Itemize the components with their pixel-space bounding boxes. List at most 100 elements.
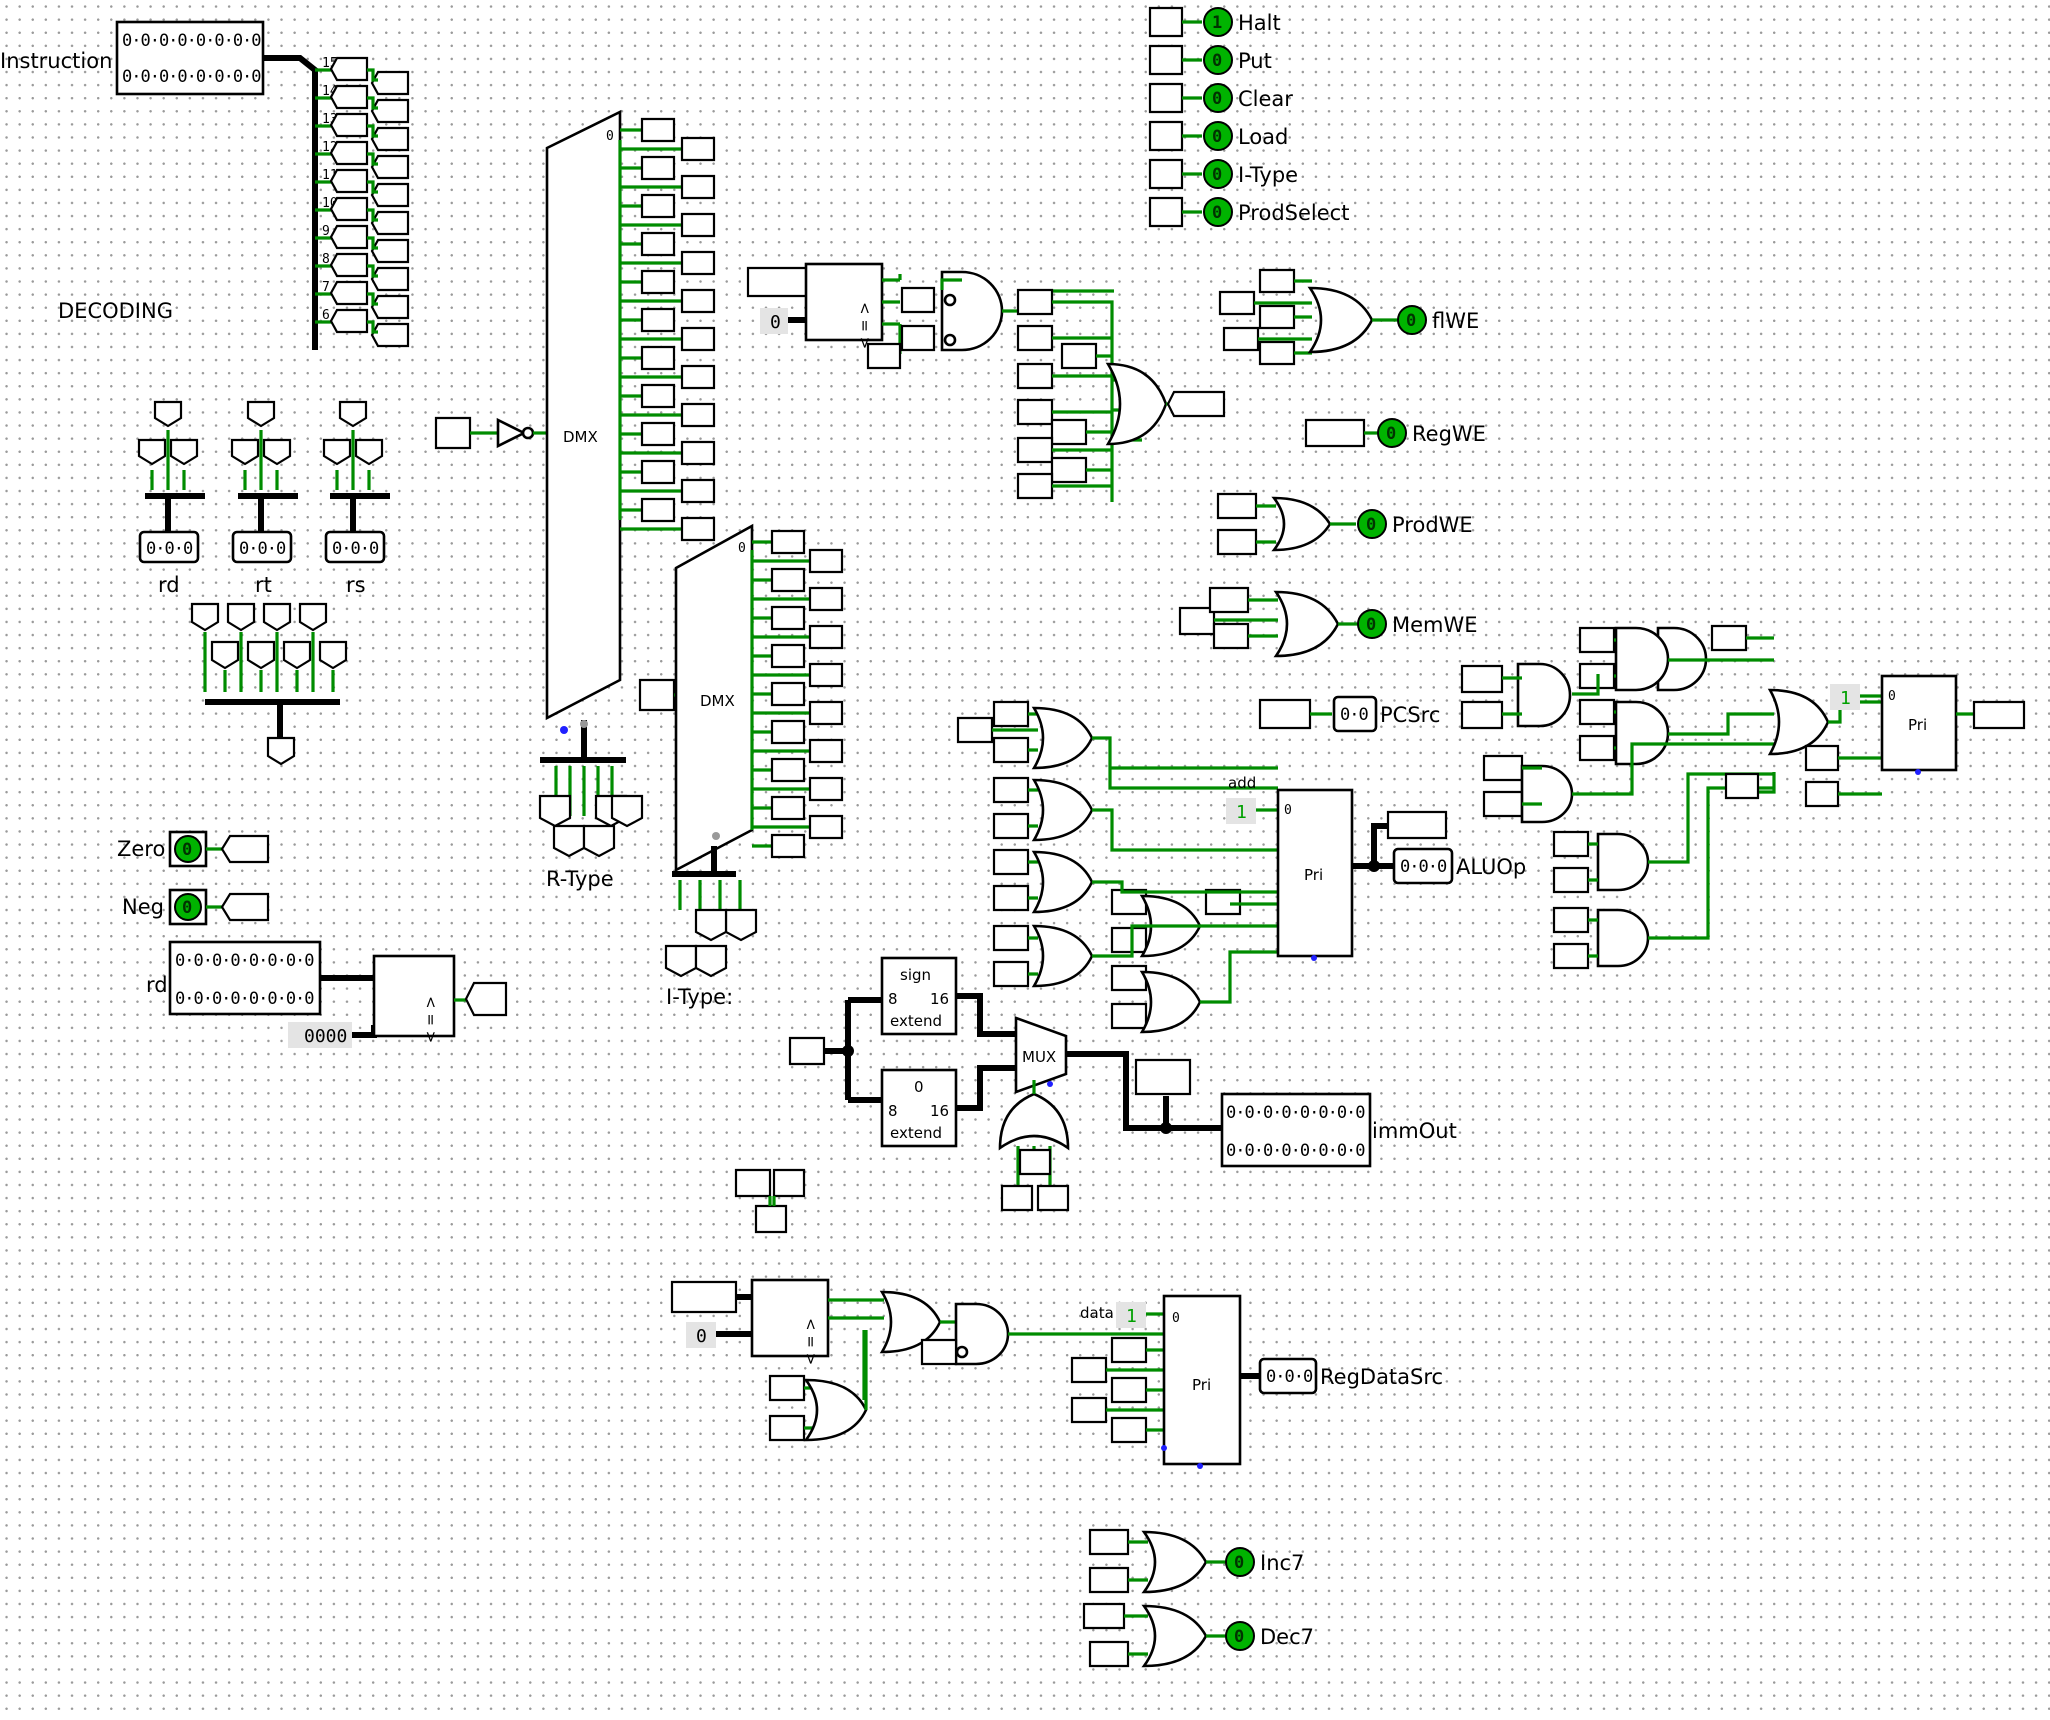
comparator-rd: [372, 954, 456, 1038]
pcsrc-logic: [1460, 624, 1882, 970]
const-zero-2: 0: [696, 1326, 707, 1347]
splitter-tunnel: [329, 84, 369, 110]
memwe-label: MemWE: [1392, 613, 1478, 637]
inc7-led-value: 0: [1234, 1553, 1244, 1573]
flwe-label: flWE: [1432, 309, 1479, 333]
rd-register-input[interactable]: 0·0·0·0·0·0·0·0 0·0·0·0·0·0·0·0: [168, 940, 322, 1016]
regdata-alu-tunnel: [670, 1280, 738, 1314]
prodselect-label: ProdSelect: [1238, 201, 1349, 225]
i-type-output-tunnel: [808, 548, 844, 574]
clear-led-value: 0: [1212, 89, 1222, 109]
r-type-output-tunnel: [640, 459, 676, 485]
flwe-logic: [1218, 268, 1400, 366]
regwe-tunnels: [1016, 288, 1142, 502]
and-gate-regdata: [954, 1302, 1010, 1366]
r-type-output-tunnel: [680, 478, 716, 504]
i-type-label: I-Type:: [666, 985, 733, 1009]
imm-splitter: [190, 602, 348, 766]
const-0000: 0000: [304, 1026, 347, 1047]
r-type-output-tunnel: [680, 402, 716, 428]
rd-register-row2: 0·0·0·0·0·0·0·0: [175, 989, 314, 1009]
splitter-tunnel: [370, 70, 410, 96]
splitter-tunnel: [370, 294, 410, 320]
i-type-select-splitter: [664, 880, 758, 978]
splitter-tunnel: [370, 182, 410, 208]
pcsrc-result-tunnel: [1972, 700, 2026, 730]
i-type-output-tunnel: [808, 814, 844, 840]
aluop-pri-label: Pri: [1304, 866, 1323, 884]
r-type-output-tunnel: [640, 497, 676, 523]
rd-compare-tunnel: [464, 981, 508, 1017]
top-output-tunnel: [1148, 120, 1184, 152]
clear-label: Clear: [1238, 87, 1293, 111]
r-type-demux: [545, 109, 622, 721]
svg-text:< = >: < = >: [856, 302, 874, 349]
splitter-tunnel: [329, 308, 369, 334]
regdata-tunnels: [1070, 1336, 1164, 1444]
rt-label: rt: [255, 573, 272, 597]
splitter-tunnel: [370, 322, 410, 348]
regwe-internal-tunnel: [1166, 390, 1226, 418]
immout-row2: 0·0·0·0·0·0·0·0: [1226, 1141, 1365, 1161]
splitter-bit-label: 9: [322, 224, 330, 239]
put-label: Put: [1238, 49, 1272, 73]
neg-label: Neg: [122, 895, 164, 919]
r-type-output-tunnel: [680, 440, 716, 466]
zero-input[interactable]: 0: [168, 830, 208, 868]
svg-text:0: 0: [1888, 689, 1896, 704]
i-type-output-tunnel: [808, 586, 844, 612]
svg-text:0: 0: [1284, 803, 1292, 818]
rd-register-label: rd: [146, 973, 168, 997]
r-type-output-tunnel: [680, 364, 716, 390]
immout-row1: 0·0·0·0·0·0·0·0: [1226, 1103, 1365, 1123]
prodselect-led-value: 0: [1212, 203, 1222, 223]
sign-extend-label: sign: [900, 966, 931, 984]
const-one-regdata: 1: [1126, 1306, 1137, 1327]
neg-input[interactable]: 0: [168, 888, 208, 926]
top-output-tunnel: [1148, 158, 1184, 190]
i-type-led-value: 0: [1212, 165, 1222, 185]
r-type-output-tunnel: [640, 117, 676, 143]
immout-tunnel: [1134, 1058, 1192, 1096]
imm-mux-label: MUX: [1022, 1048, 1056, 1066]
aluop-tunnel: [1386, 810, 1448, 840]
i-type-outputs: [750, 529, 844, 859]
imm-tunnel: [788, 1036, 826, 1066]
alu-out-tunnel: [746, 266, 810, 298]
splitter-tunnel: [370, 98, 410, 124]
i-type-output-tunnel: [808, 738, 844, 764]
immout-or: [998, 1080, 1070, 1212]
pcsrc-tunnel: [1258, 698, 1312, 730]
instruction-row2: 0·0·0·0·0·0·0·0: [122, 67, 261, 87]
svg-text:0: 0: [1172, 1311, 1180, 1326]
const-one-aluop: 1: [1236, 802, 1247, 823]
const-zero-1: 0: [770, 312, 781, 333]
r-type-output-tunnel: [680, 326, 716, 352]
splitter-tunnel: [370, 126, 410, 152]
r-type-output-tunnel: [640, 193, 676, 219]
i-type-output-tunnel: [770, 567, 806, 593]
svg-text:0: 0: [738, 541, 746, 556]
sign-extend-out: 16: [930, 990, 949, 1008]
regdata-inputs: [768, 1330, 868, 1442]
r-type-output-tunnel: [640, 421, 676, 447]
imm-mux: [1014, 1016, 1068, 1094]
neg-led-value: 0: [182, 898, 192, 918]
dec7-led-value: 0: [1234, 1627, 1244, 1647]
loose-tunnels: [734, 1168, 806, 1234]
splitter-tunnel: [329, 112, 369, 138]
zero-extend-label: 0: [914, 1078, 924, 1096]
i-type-output-tunnel: [770, 795, 806, 821]
zero-label: Zero: [117, 837, 165, 861]
i-type-dmx-label: DMX: [700, 692, 735, 710]
field-rd: 0·0·0 rd: [137, 400, 205, 597]
instruction-input-pin[interactable]: 0·0·0·0·0·0·0·0 0·0·0·0·0·0·0·0: [115, 20, 265, 96]
